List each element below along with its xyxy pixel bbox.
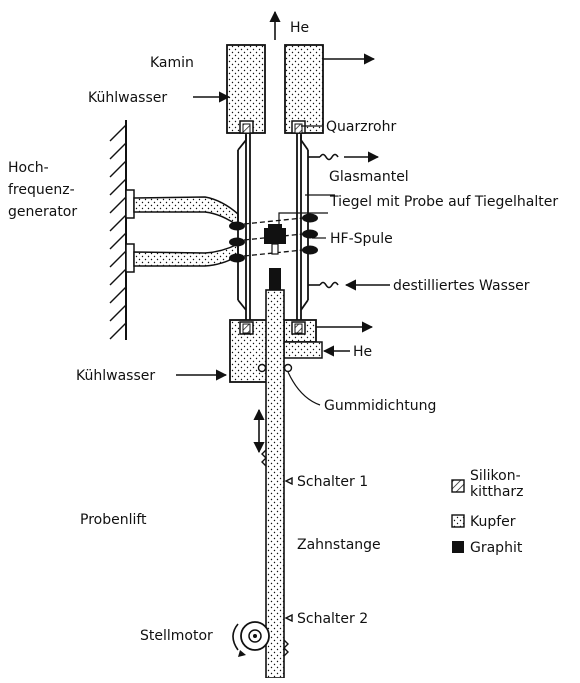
legend-label-silikon-2: kittharz <box>470 484 524 500</box>
label-he-top: He <box>290 20 309 36</box>
label-hochfrequenz-line3: generator <box>8 204 77 220</box>
legend-label-kupfer: Kupfer <box>470 514 516 530</box>
label-kamin: Kamin <box>150 55 194 71</box>
label-schalter-1: Schalter 1 <box>297 474 368 490</box>
legend-label-graphit: Graphit <box>470 540 523 556</box>
kamin-chimney <box>226 44 324 134</box>
label-he-bottom: He <box>353 344 372 360</box>
hf-generator-leads <box>125 189 239 273</box>
label-gummidichtung: Gummidichtung <box>324 398 436 414</box>
switch-markers <box>284 476 293 623</box>
label-destilliertes-wasser: destilliertes Wasser <box>393 278 530 294</box>
hf-spule-coil <box>229 213 318 263</box>
label-hf-spule: HF-Spule <box>330 231 393 247</box>
label-probenlift: Probenlift <box>80 512 147 528</box>
wall <box>109 120 127 340</box>
label-hochfrequenz-line1: Hoch- <box>8 160 49 176</box>
stellmotor-motor <box>232 621 270 657</box>
label-zahnstange: Zahnstange <box>297 537 381 553</box>
tiegel-crucible <box>264 224 286 290</box>
legend-label-silikon-1: Silikon- <box>470 468 521 484</box>
legend-swatch-hatch <box>451 479 465 493</box>
lower-flange <box>229 319 323 383</box>
zahnstange-rack <box>261 289 289 679</box>
leader-lines <box>278 125 335 406</box>
label-kuehlwasser-bottom: Kühlwasser <box>76 368 155 384</box>
label-schalter-2: Schalter 2 <box>297 611 368 627</box>
legend: Silikon- kittharz Kupfer Graphit <box>451 468 524 556</box>
label-stellmotor: Stellmotor <box>140 628 213 644</box>
flow-arrows <box>176 10 390 381</box>
label-tiegel: Tiegel mit Probe auf Tiegelhalter <box>329 194 558 210</box>
label-kuehlwasser-top: Kühlwasser <box>88 90 167 106</box>
label-hochfrequenz-line2: frequenz- <box>8 182 75 198</box>
legend-swatch-solid <box>452 541 464 553</box>
glass-jacket-ports <box>308 151 380 289</box>
label-quarzrohr: Quarzrohr <box>326 119 396 135</box>
legend-swatch-dots <box>451 514 465 528</box>
label-glasmantel: Glasmantel <box>329 169 409 185</box>
